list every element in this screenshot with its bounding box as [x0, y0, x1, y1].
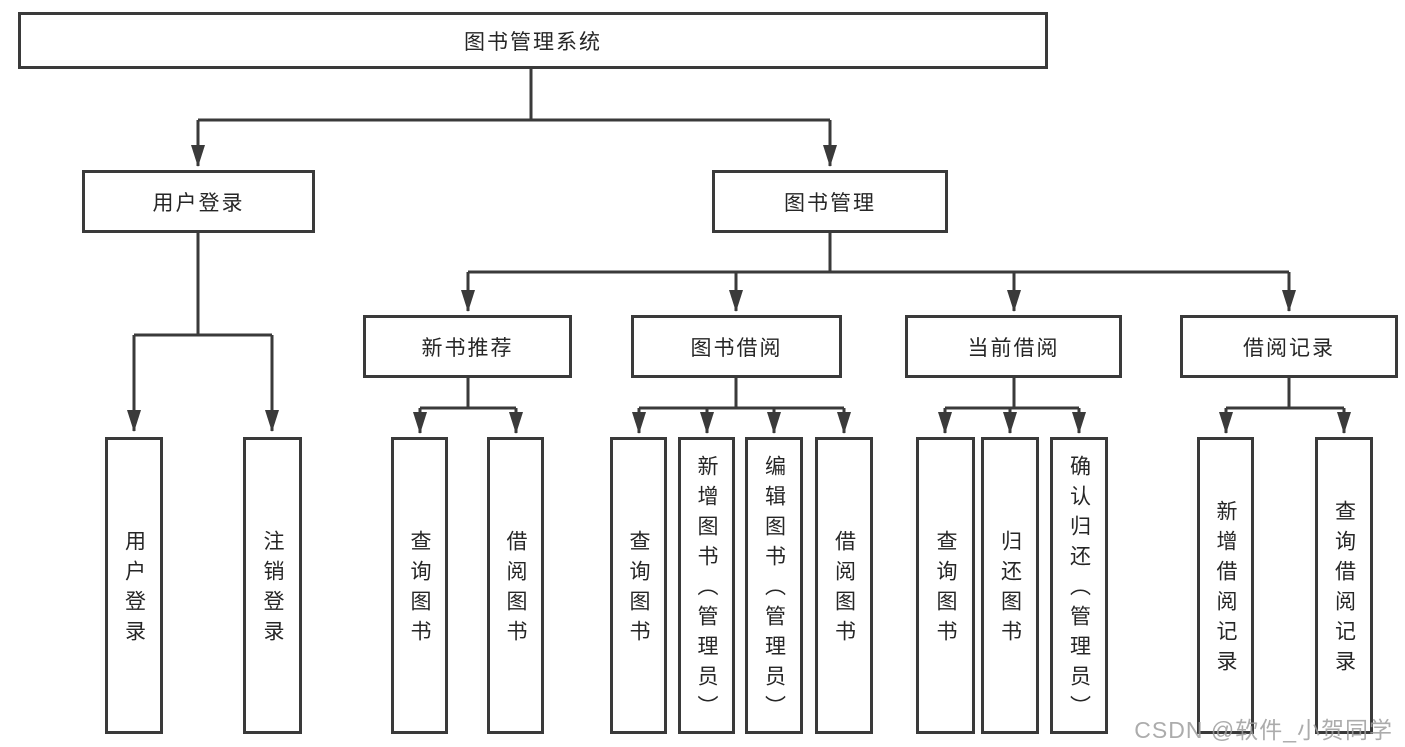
node-label: 借阅图书: [832, 530, 856, 650]
node-label: 图书借阅: [690, 336, 783, 360]
leaf-bookborrow-borrow: 借阅图书: [815, 437, 873, 734]
node-label: 图书管理系统: [464, 30, 602, 54]
node-book-borrow: 图书借阅: [631, 315, 842, 378]
node-label: 查询图书: [408, 530, 431, 650]
node-label: 借阅图书: [504, 530, 527, 650]
leaf-bookborrow-query: 查询图书: [610, 437, 667, 734]
leaf-current-return: 归还图书: [981, 437, 1039, 734]
leaf-record-add: 新增借阅记录: [1197, 437, 1254, 734]
node-new-book-recommend: 新书推荐: [363, 315, 572, 378]
leaf-bookborrow-add: 新增图书（管理员）: [678, 437, 735, 734]
leaf-current-confirm: 确认归还（管理员）: [1050, 437, 1108, 734]
node-label: 确认归还（管理员）: [1067, 455, 1091, 725]
node-label: 图书管理: [784, 191, 876, 215]
node-label: 新增借阅记录: [1214, 500, 1237, 680]
leaf-current-query: 查询图书: [916, 437, 975, 734]
node-label: 新增图书（管理员）: [695, 455, 718, 725]
node-label: 用户登录: [122, 530, 146, 650]
node-label: 注销登录: [261, 530, 284, 650]
node-root: 图书管理系统: [18, 12, 1048, 69]
node-book-mgmt: 图书管理: [712, 170, 948, 233]
leaf-newbook-borrow: 借阅图书: [487, 437, 544, 734]
node-label: 归还图书: [998, 530, 1022, 650]
node-label: 借阅记录: [1243, 336, 1335, 360]
leaf-logout: 注销登录: [243, 437, 302, 734]
node-label: 当前借阅: [967, 336, 1060, 360]
node-label: 新书推荐: [421, 336, 514, 360]
node-label: 查询借阅记录: [1332, 500, 1356, 680]
node-label: 查询图书: [627, 530, 650, 650]
node-current-borrow: 当前借阅: [905, 315, 1122, 378]
leaf-newbook-query: 查询图书: [391, 437, 448, 734]
leaf-bookborrow-edit: 编辑图书（管理员）: [745, 437, 803, 734]
node-user-login: 用户登录: [82, 170, 315, 233]
node-label: 编辑图书（管理员）: [762, 455, 786, 725]
node-label: 查询图书: [934, 530, 957, 650]
node-borrow-record: 借阅记录: [1180, 315, 1398, 378]
leaf-record-query: 查询借阅记录: [1315, 437, 1373, 734]
leaf-user-login: 用户登录: [105, 437, 163, 734]
node-label: 用户登录: [152, 191, 245, 215]
